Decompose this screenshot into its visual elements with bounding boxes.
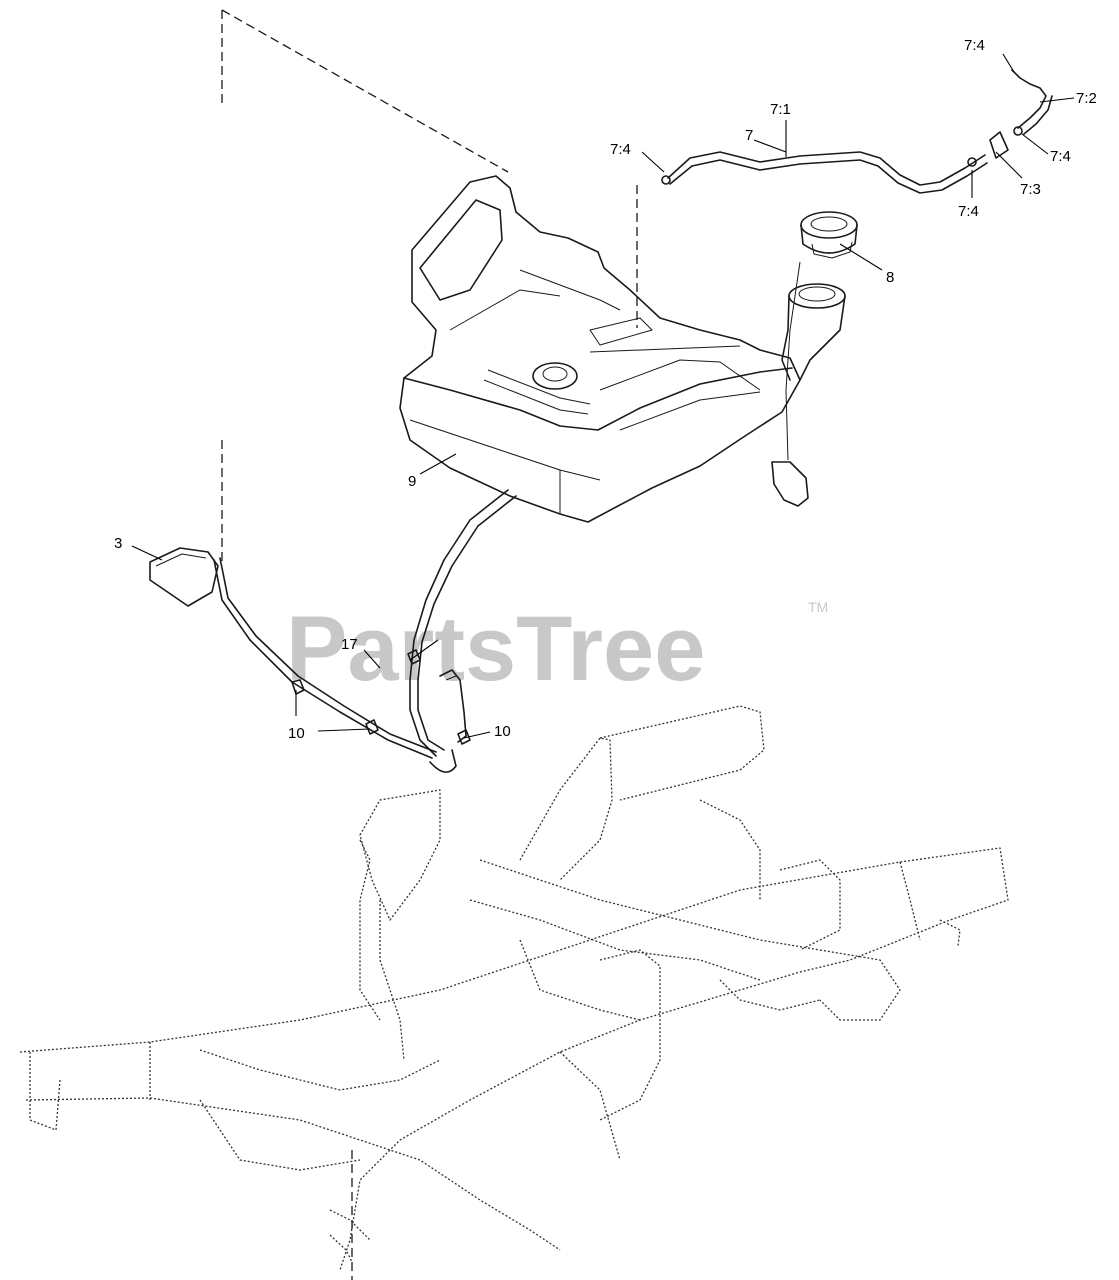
callout-7-2: 7:2 [1076,90,1097,107]
leader-lines [131,53,1075,739]
assembly-reference-lines [221,9,638,1280]
watermark-trademark: TM [808,599,828,615]
chassis-frame [19,705,1009,1271]
callout-9: 9 [408,473,416,490]
callout-labels: 7:4 7:2 7:1 7 7:4 7:4 7:3 7:4 8 9 3 17 1… [114,37,1097,742]
callout-7-1: 7:1 [770,101,791,118]
partstree-watermark: PartsTree TM [286,598,828,700]
callout-7-4-left: 7:4 [610,141,631,158]
vent-hose-assembly [661,69,1053,194]
callout-7-4-right: 7:4 [1050,148,1071,165]
callout-10-right: 10 [494,723,511,740]
fuel-tank [399,175,801,523]
fuel-cap [800,211,858,259]
callout-10-left: 10 [288,725,305,742]
callout-7-4-bottom: 7:4 [958,203,979,220]
callout-17: 17 [341,636,358,653]
callout-3: 3 [114,535,122,552]
filler-neck [781,283,846,381]
watermark-text: PartsTree [286,598,705,700]
clamp [149,547,219,607]
callout-7: 7 [745,127,753,144]
callout-7-4-top: 7:4 [964,37,985,54]
hose-clamps [291,649,471,745]
tether-strap [771,261,809,507]
callout-8: 8 [886,269,894,286]
callout-7-3: 7:3 [1020,181,1041,198]
